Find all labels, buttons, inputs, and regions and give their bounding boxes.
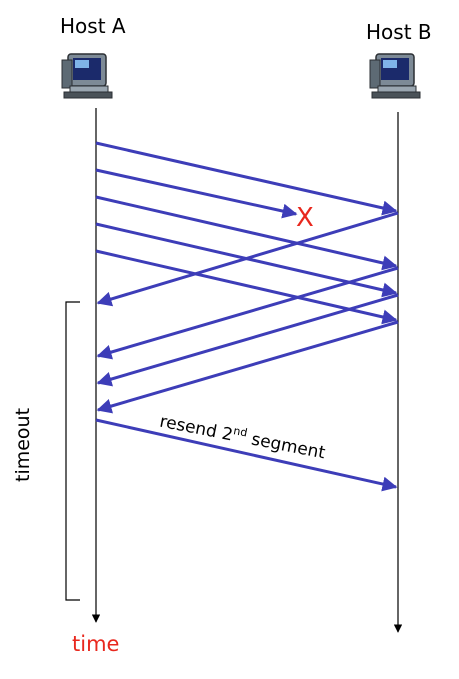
loss-marker: X [296,203,314,233]
ack-3-arrow [96,293,399,387]
ack-4-arrow [96,320,399,414]
segment-3-arrow [95,195,398,271]
time-label: time [72,632,120,656]
timeout-bracket [65,301,80,601]
host-a-computer-icon [61,53,113,99]
host-a-label: Host A [60,14,126,38]
ack-1-arrow [96,211,399,307]
segment-2-lost-arrow [95,168,298,219]
ack-2-arrow [96,266,399,360]
host-b-label: Host B [366,20,432,44]
host-b-computer-icon [369,53,421,99]
timeout-label: timeout [12,407,34,482]
segment-1-arrow [95,141,398,216]
resend-arrow [95,418,398,492]
segment-5-arrow [95,249,398,325]
